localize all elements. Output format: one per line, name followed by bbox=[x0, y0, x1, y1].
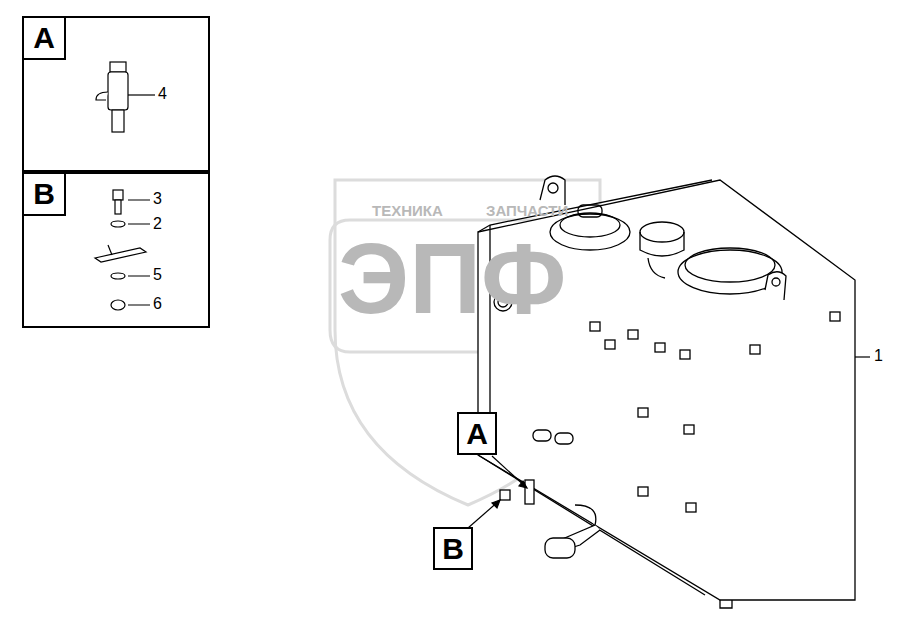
callout-number: 6 bbox=[153, 295, 162, 313]
watermark: ЗАПЧАСТИ bbox=[486, 203, 568, 218]
view-letter: B bbox=[442, 532, 464, 566]
callout-number: 5 bbox=[153, 266, 162, 284]
watermark: ЭПФ bbox=[338, 228, 566, 328]
callout-number: 3 bbox=[153, 190, 162, 208]
view-letter: A bbox=[466, 417, 488, 451]
callout-box: B bbox=[433, 527, 473, 570]
view-letter: B bbox=[22, 172, 66, 216]
watermark: ТЕХНИКА bbox=[372, 203, 443, 218]
view-letter: A bbox=[22, 16, 66, 60]
callout-number: 2 bbox=[153, 215, 162, 233]
detail-panel: B bbox=[22, 172, 210, 328]
callout-box: A bbox=[457, 412, 497, 455]
callout-number: 4 bbox=[158, 85, 167, 103]
detail-panel: A bbox=[22, 16, 210, 172]
callout-number: 1 bbox=[874, 347, 883, 365]
